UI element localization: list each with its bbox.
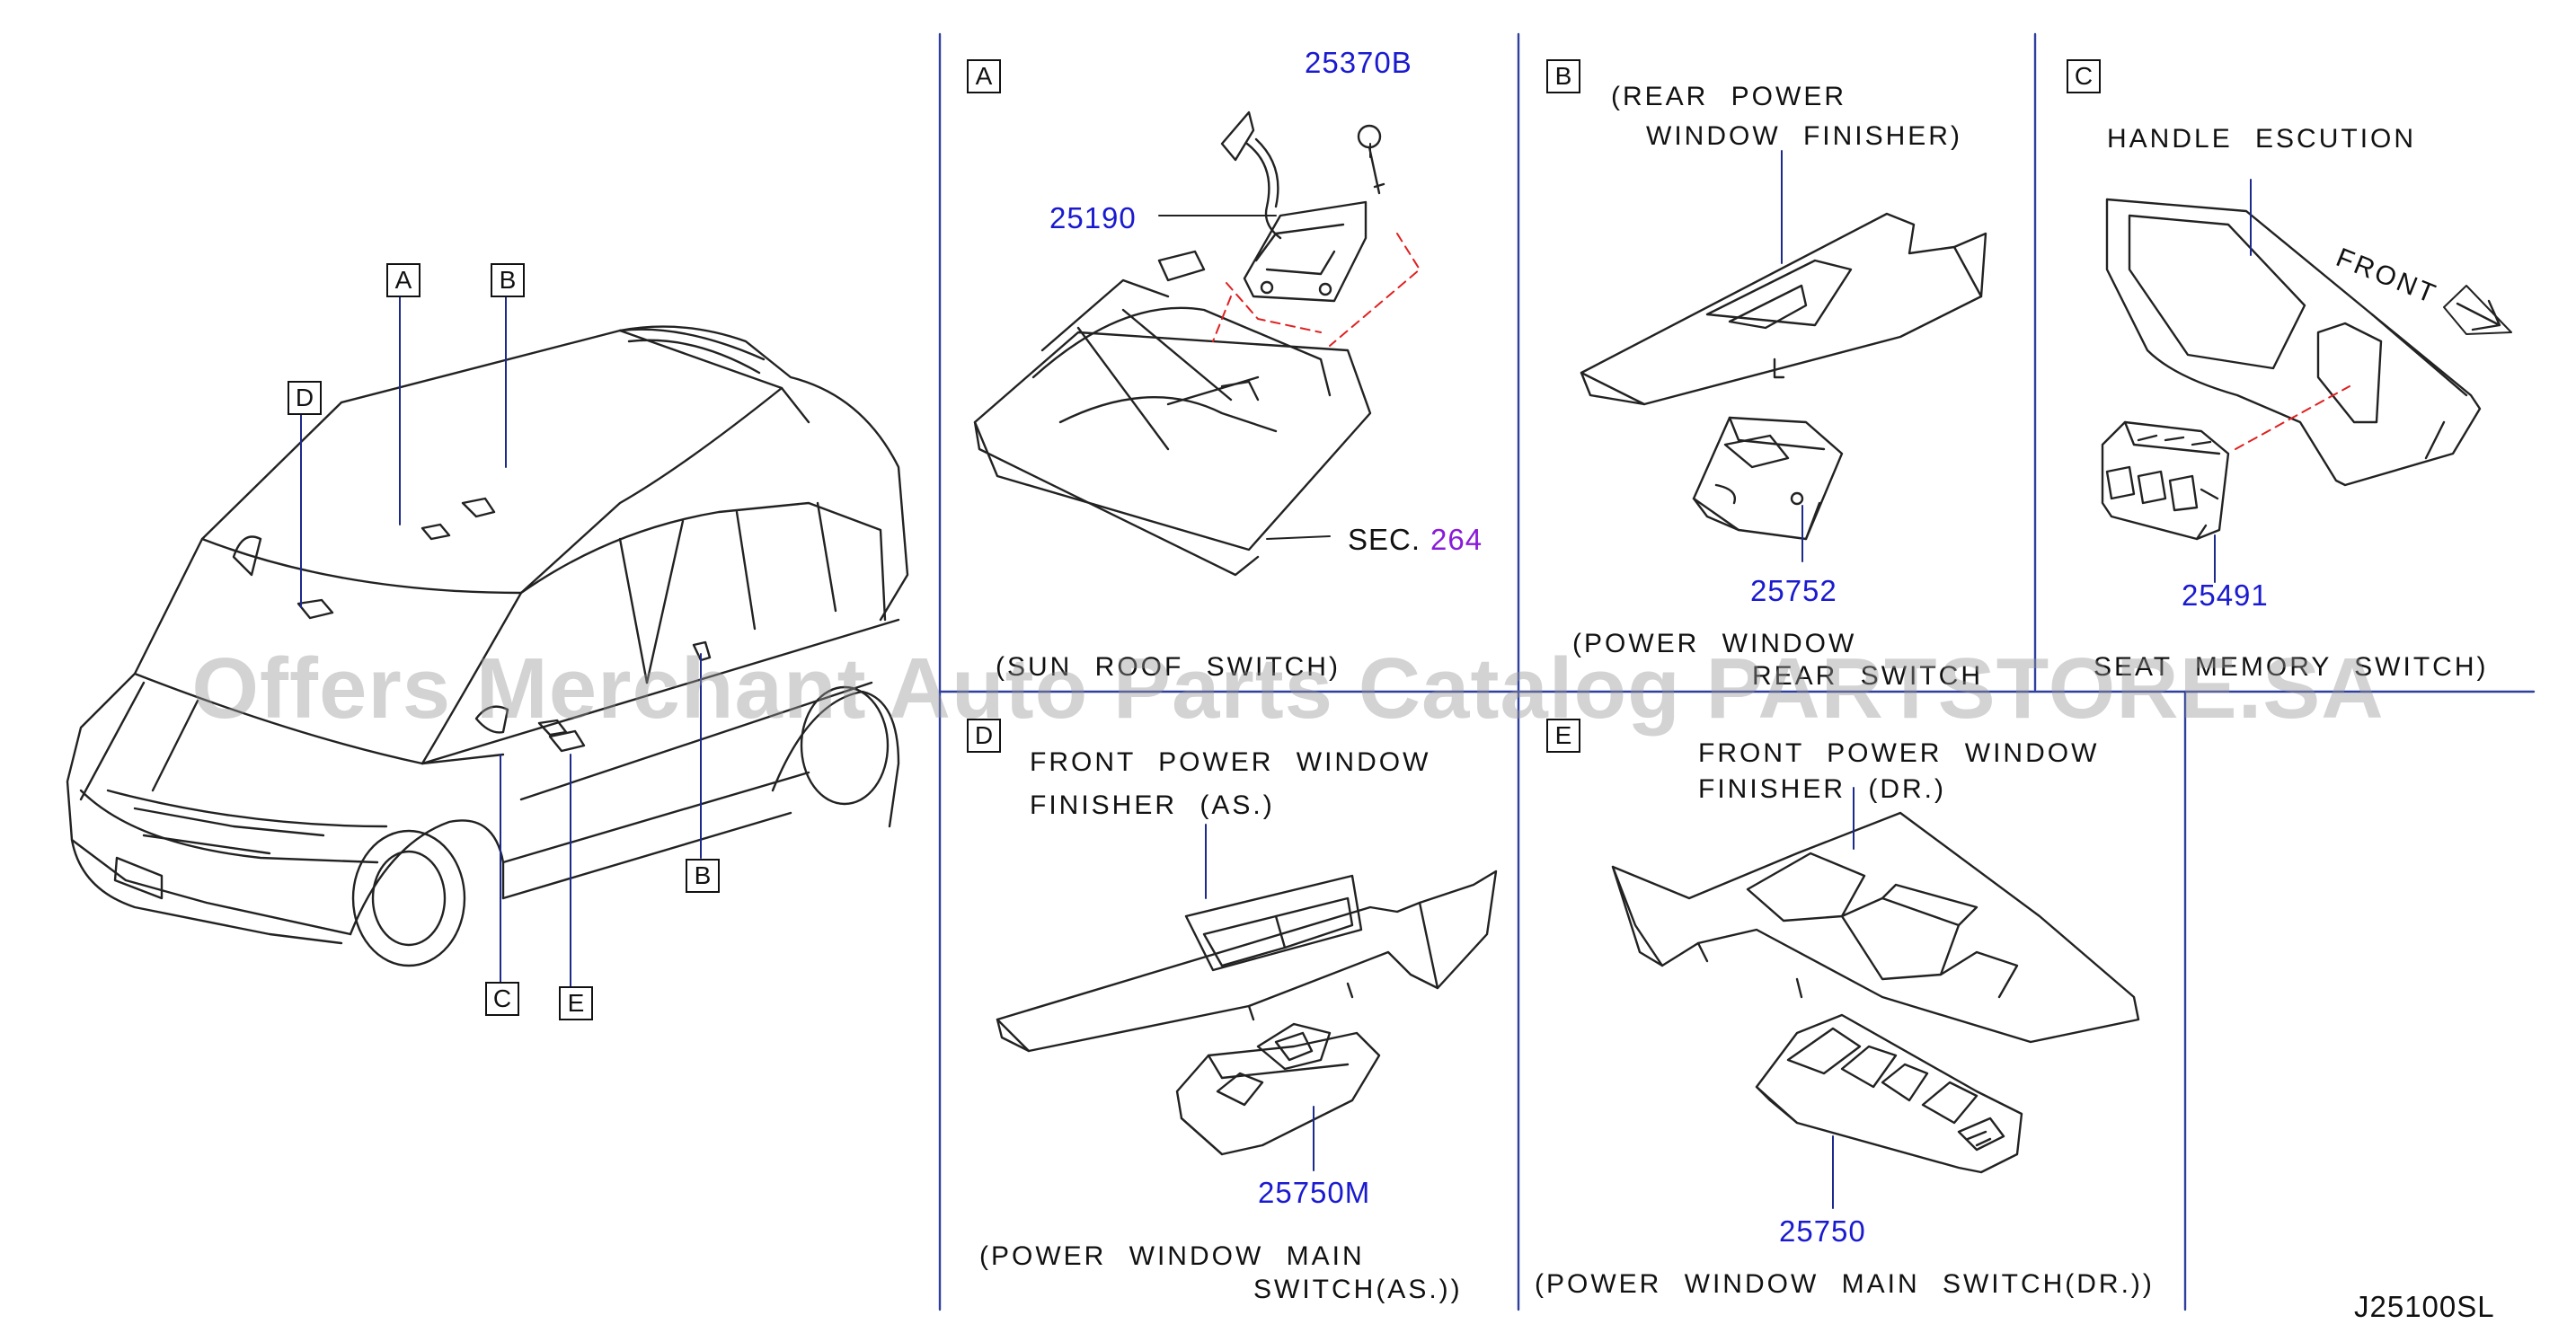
panel-b-caption-line2: REAR SWITCH [1752, 661, 1983, 691]
panel-a-letter: A [967, 59, 1001, 93]
panel-c-caption: SEAT MEMORY SWITCH) [2094, 652, 2489, 682]
callout-box-b-lower[interactable]: B [686, 859, 720, 893]
panel-d-finisher-line2: FINISHER (AS.) [1030, 790, 1275, 820]
rear-window-finisher-drawing [1580, 212, 1987, 406]
dr-window-finisher-drawing [1611, 811, 2140, 1044]
overview-leaders [300, 296, 702, 987]
as-main-switch-drawing [1175, 1022, 1381, 1156]
callout-box-d[interactable]: D [288, 381, 322, 415]
memory-switch-drawing [2101, 420, 2230, 541]
panel-d-finisher-line1: FRONT POWER WINDOW [1030, 747, 1431, 777]
part-number-25190[interactable]: 25190 [1049, 201, 1137, 234]
dr-main-switch-drawing [1755, 1013, 2023, 1174]
panel-b-caption-line1: (POWER WINDOW [1572, 629, 1857, 658]
panel-b-finisher-line2: WINDOW FINISHER) [1646, 121, 1962, 151]
panel-e-caption: (POWER WINDOW MAIN SWITCH(DR.)) [1535, 1269, 2155, 1299]
callout-box-e[interactable]: E [559, 986, 593, 1020]
panel-a-caption: (SUN ROOF SWITCH) [996, 652, 1341, 682]
callout-box-a[interactable]: A [386, 263, 420, 297]
sunroof-dashed-leaders [1212, 233, 1421, 347]
panel-e-finisher-line1: FRONT POWER WINDOW [1698, 738, 2100, 768]
sec-number-264[interactable]: 264 [1430, 523, 1483, 556]
handle-escution-drawing [2105, 198, 2482, 487]
panel-d-letter: D [967, 719, 1001, 753]
sec-label: SEC. [1348, 523, 1421, 556]
part-number-25750m[interactable]: 25750M [1258, 1176, 1371, 1209]
panel-b-letter: B [1546, 59, 1580, 93]
panel-e-letter: E [1546, 719, 1580, 753]
watermark: Offers Merchant Auto Parts Catalog PARTS… [191, 640, 2385, 737]
as-window-finisher-drawing [996, 870, 1498, 1053]
sunroof-switch-drawing [973, 110, 1385, 577]
vehicle-overview-drawing [66, 325, 909, 967]
memory-dashed-leader [2235, 385, 2350, 450]
panel-dividers [938, 32, 2536, 1311]
callout-box-c[interactable]: C [485, 982, 519, 1016]
diagram-code: J25100SL [2354, 1290, 2495, 1323]
panel-e-finisher-line2: FINISHER (DR.) [1698, 774, 1946, 804]
panel-b-finisher-line1: (REAR POWER [1611, 82, 1847, 111]
front-arrow-icon [2443, 285, 2512, 335]
part-number-25750[interactable]: 25750 [1779, 1214, 1866, 1248]
handle-escution-label: HANDLE ESCUTION [2107, 124, 2417, 154]
part-number-25370b[interactable]: 25370B [1305, 46, 1412, 79]
rear-window-switch-drawing [1692, 416, 1844, 541]
panel-d-caption-line2: SWITCH(AS.)) [1253, 1275, 1463, 1304]
part-number-25491[interactable]: 25491 [2182, 578, 2269, 612]
panel-c-letter: C [2067, 59, 2101, 93]
part-number-25752[interactable]: 25752 [1750, 574, 1837, 607]
panel-d-caption-line1: (POWER WINDOW MAIN [979, 1241, 1365, 1271]
callout-box-b[interactable]: B [491, 263, 525, 297]
